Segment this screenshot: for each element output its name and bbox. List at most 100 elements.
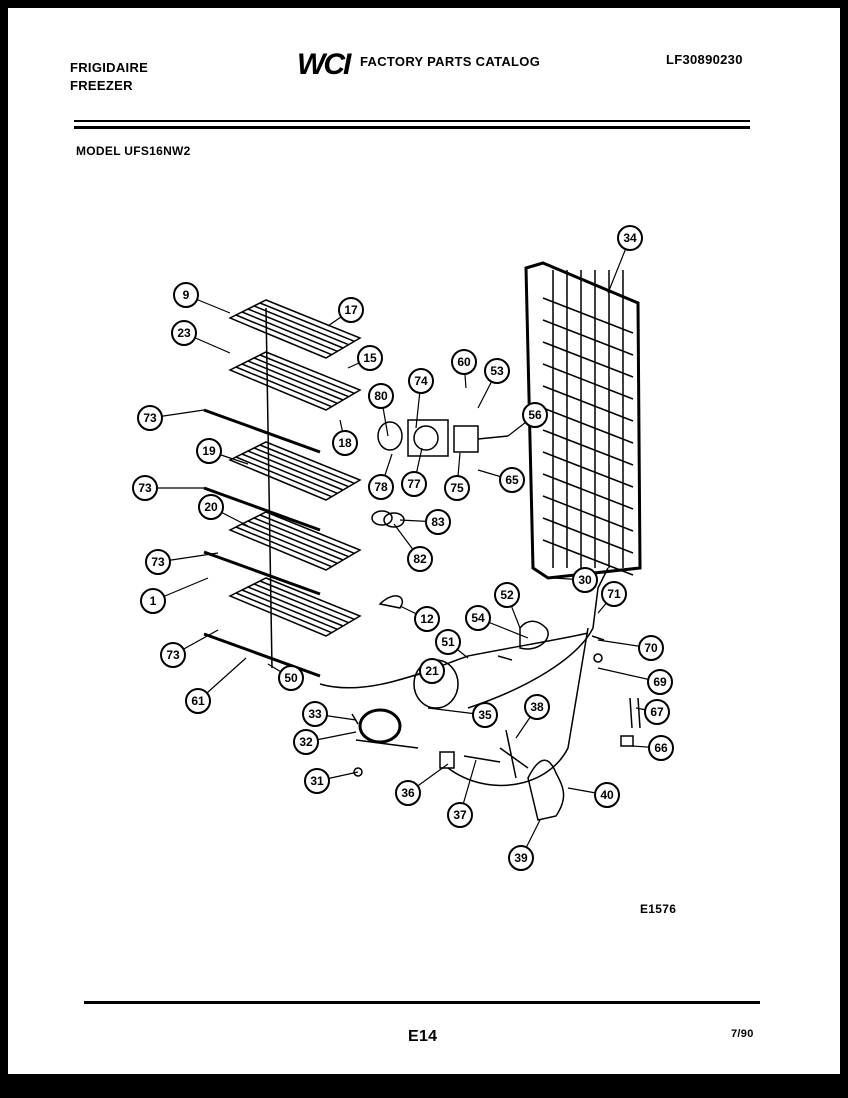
- part-number-label: 15: [363, 351, 377, 365]
- part-callout-15: 15: [357, 345, 383, 371]
- part-number-label: 17: [344, 303, 358, 317]
- part-callout-20: 20: [198, 494, 224, 520]
- part-callout-78: 78: [368, 474, 394, 500]
- evaporator-coil: [524, 261, 642, 580]
- part-number-label: 75: [450, 481, 464, 495]
- part-number-label: 23: [177, 326, 191, 340]
- part-callout-31: 31: [304, 768, 330, 794]
- part-number-label: 1: [150, 594, 157, 608]
- part-number-label: 82: [413, 552, 427, 566]
- part-callout-60: 60: [451, 349, 477, 375]
- exploded-parts-diagram: 34 9 17 23 15 74 60 53 73 80 56 18 19 78 77 75 65 73 20 83 8…: [132, 225, 674, 871]
- part-callout-36: 36: [395, 780, 421, 806]
- part-callout-52: 52: [494, 582, 520, 608]
- part-callout-56: 56: [522, 402, 548, 428]
- tube-coil: [371, 510, 405, 528]
- part-callout-18: 18: [332, 430, 358, 456]
- header-rule-bottom: [74, 126, 750, 129]
- part-callout-80: 80: [368, 383, 394, 409]
- catalog-number: LF30890230: [666, 52, 743, 67]
- part-number-label: 73: [151, 555, 165, 569]
- part-callout-54: 54: [465, 605, 491, 631]
- brand-name: FRIGIDAIRE: [70, 60, 149, 75]
- part-number-label: 61: [191, 694, 205, 708]
- catalog-title: FACTORY PARTS CATALOG: [360, 54, 541, 69]
- part-number-label: 19: [202, 444, 216, 458]
- part-number-label: 73: [143, 411, 157, 425]
- part-number-label: 70: [644, 641, 658, 655]
- part-callout-30: 30: [572, 567, 598, 593]
- header-rule-top: [74, 120, 750, 122]
- page-number: E14: [408, 1028, 438, 1045]
- part-callout-65: 65: [499, 467, 525, 493]
- part-callout-53: 53: [484, 358, 510, 384]
- part-number-label: 71: [607, 587, 621, 601]
- part-callout-33: 33: [302, 701, 328, 727]
- leader-lines: [145, 237, 662, 859]
- part-callout-23: 23: [171, 320, 197, 346]
- part-number-label: 56: [528, 408, 542, 422]
- part-number-label: 12: [420, 612, 434, 626]
- part-number-label: 9: [183, 288, 190, 302]
- part-number-label: 77: [407, 477, 421, 491]
- part-callout-51: 51: [435, 629, 461, 655]
- part-number-label: 51: [441, 635, 455, 649]
- part-callout-73: 73: [160, 642, 186, 668]
- part-callout-34: 34: [617, 225, 643, 251]
- part-callout-67: 67: [644, 699, 670, 725]
- part-number-label: 31: [310, 774, 324, 788]
- part-callout-83: 83: [425, 509, 451, 535]
- part-callout-66: 66: [648, 735, 674, 761]
- part-callout-75: 75: [444, 475, 470, 501]
- compressor-assembly: [319, 567, 641, 821]
- part-number-label: 36: [401, 786, 415, 800]
- part-number-label: 39: [514, 851, 528, 865]
- part-number-label: 69: [653, 675, 667, 689]
- part-callout-19: 19: [196, 438, 222, 464]
- part-callouts: 34 9 17 23 15 74 60 53 73 80 56 18 19 78 77 75 65 73 20 83 8…: [132, 225, 674, 871]
- wire-shelves: [203, 299, 362, 678]
- part-number-label: 60: [457, 355, 471, 369]
- part-number-label: 30: [578, 573, 592, 587]
- part-number-label: 53: [490, 364, 504, 378]
- part-callout-38: 38: [524, 694, 550, 720]
- part-number-label: 66: [654, 741, 668, 755]
- part-callout-40: 40: [594, 782, 620, 808]
- part-number-label: 80: [374, 389, 388, 403]
- part-number-label: 33: [308, 707, 322, 721]
- part-callout-21: 21: [419, 658, 445, 684]
- part-callout-74: 74: [408, 368, 434, 394]
- part-number-label: 34: [623, 231, 637, 245]
- part-number-label: 21: [425, 664, 439, 678]
- control-assembly: [377, 419, 509, 457]
- part-callout-39: 39: [508, 845, 534, 871]
- parts-catalog-page: FRIGIDAIRE FREEZER WCI FACTORY PARTS CAT…: [8, 8, 840, 1074]
- part-number-label: 20: [204, 500, 218, 514]
- part-callout-71: 71: [601, 581, 627, 607]
- part-number-label: 38: [530, 700, 544, 714]
- model-label: MODEL UFS16NW2: [76, 144, 191, 158]
- part-number-label: 73: [138, 481, 152, 495]
- part-callout-37: 37: [447, 802, 473, 828]
- part-number-label: 32: [299, 735, 313, 749]
- part-number-label: 74: [414, 374, 428, 388]
- part-number-label: 83: [431, 515, 445, 529]
- part-number-label: 54: [471, 611, 485, 625]
- part-number-label: 73: [166, 648, 180, 662]
- part-number-label: 50: [284, 671, 298, 685]
- part-callout-9: 9: [173, 282, 199, 308]
- part-number-label: 65: [505, 473, 519, 487]
- part-callout-32: 32: [293, 729, 319, 755]
- part-number-label: 67: [650, 705, 664, 719]
- part-callout-50: 50: [278, 665, 304, 691]
- footer-rule: [84, 1001, 760, 1004]
- part-number-label: 37: [453, 808, 467, 822]
- part-callout-77: 77: [401, 471, 427, 497]
- part-callout-61: 61: [185, 688, 211, 714]
- part-callout-82: 82: [407, 546, 433, 572]
- part-number-label: 52: [500, 588, 514, 602]
- part-callout-1: 1: [140, 588, 166, 614]
- part-number-label: 35: [478, 708, 492, 722]
- part-number-label: 18: [338, 436, 352, 450]
- part-callout-70: 70: [638, 635, 664, 661]
